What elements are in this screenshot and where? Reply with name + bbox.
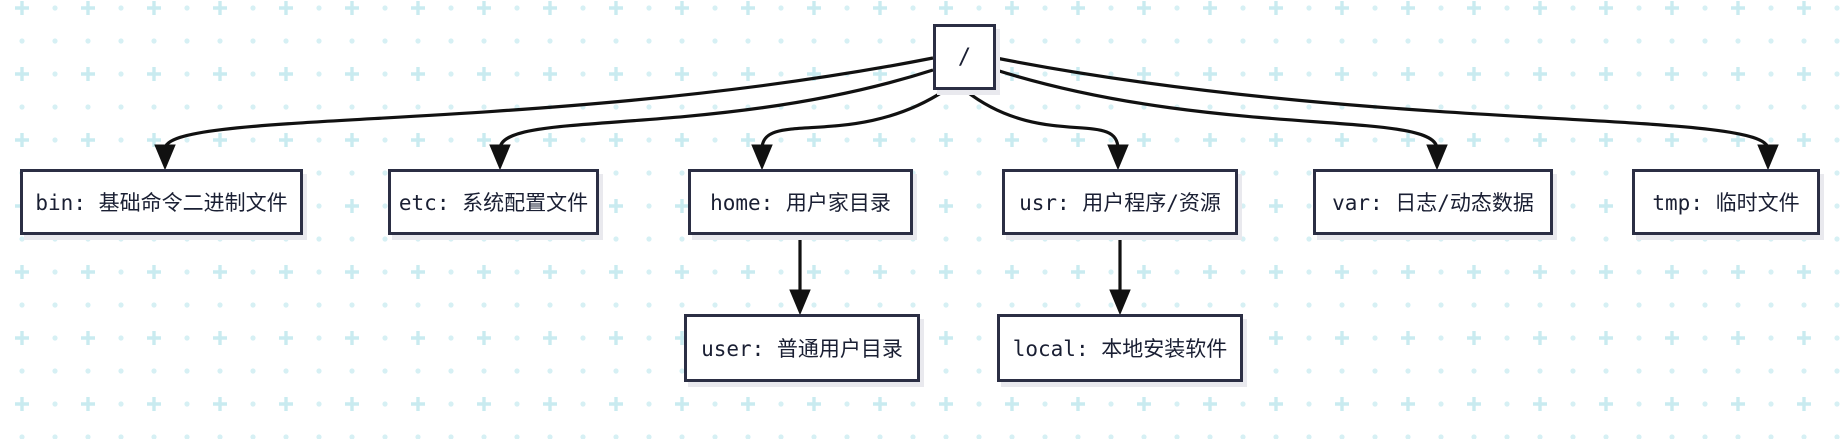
arrowhead-root-etc bbox=[489, 144, 511, 171]
node-bin: bin: 基础命令二进制文件 bbox=[20, 169, 303, 235]
arrowhead-usr-local bbox=[1109, 289, 1131, 316]
node-tmp: tmp: 临时文件 bbox=[1632, 169, 1820, 235]
node-label: var: 日志/动态数据 bbox=[1332, 191, 1534, 215]
node-label: local: 本地安装软件 bbox=[1012, 337, 1228, 361]
node-local: local: 本地安装软件 bbox=[997, 314, 1243, 382]
edge-root-tmp bbox=[995, 56, 1770, 150]
node-label: user: 普通用户目录 bbox=[701, 337, 903, 361]
arrowhead-root-tmp bbox=[1757, 144, 1779, 171]
node-label: tmp: 临时文件 bbox=[1652, 191, 1800, 215]
arrowhead-root-var bbox=[1426, 144, 1448, 171]
node-usr: usr: 用户程序/资源 bbox=[1002, 169, 1238, 235]
node-label: / bbox=[957, 44, 972, 70]
edge-root-bin bbox=[163, 56, 934, 150]
node-root: / bbox=[933, 24, 996, 90]
edge-root-home bbox=[760, 89, 945, 150]
arrowhead-root-home bbox=[751, 144, 773, 171]
edge-root-usr bbox=[965, 89, 1120, 150]
arrowhead-home-user bbox=[789, 289, 811, 316]
edge-root-etc bbox=[498, 68, 934, 150]
node-label: home: 用户家目录 bbox=[710, 191, 891, 215]
node-label: etc: 系统配置文件 bbox=[398, 191, 589, 215]
node-user: user: 普通用户目录 bbox=[684, 314, 920, 382]
node-home: home: 用户家目录 bbox=[688, 169, 913, 235]
node-etc: etc: 系统配置文件 bbox=[388, 169, 599, 235]
node-label: usr: 用户程序/资源 bbox=[1019, 191, 1221, 215]
arrowhead-root-bin bbox=[154, 144, 176, 171]
arrowhead-root-usr bbox=[1107, 144, 1129, 171]
node-var: var: 日志/动态数据 bbox=[1313, 169, 1553, 235]
edge-root-var bbox=[995, 68, 1439, 150]
node-label: bin: 基础命令二进制文件 bbox=[35, 191, 288, 215]
